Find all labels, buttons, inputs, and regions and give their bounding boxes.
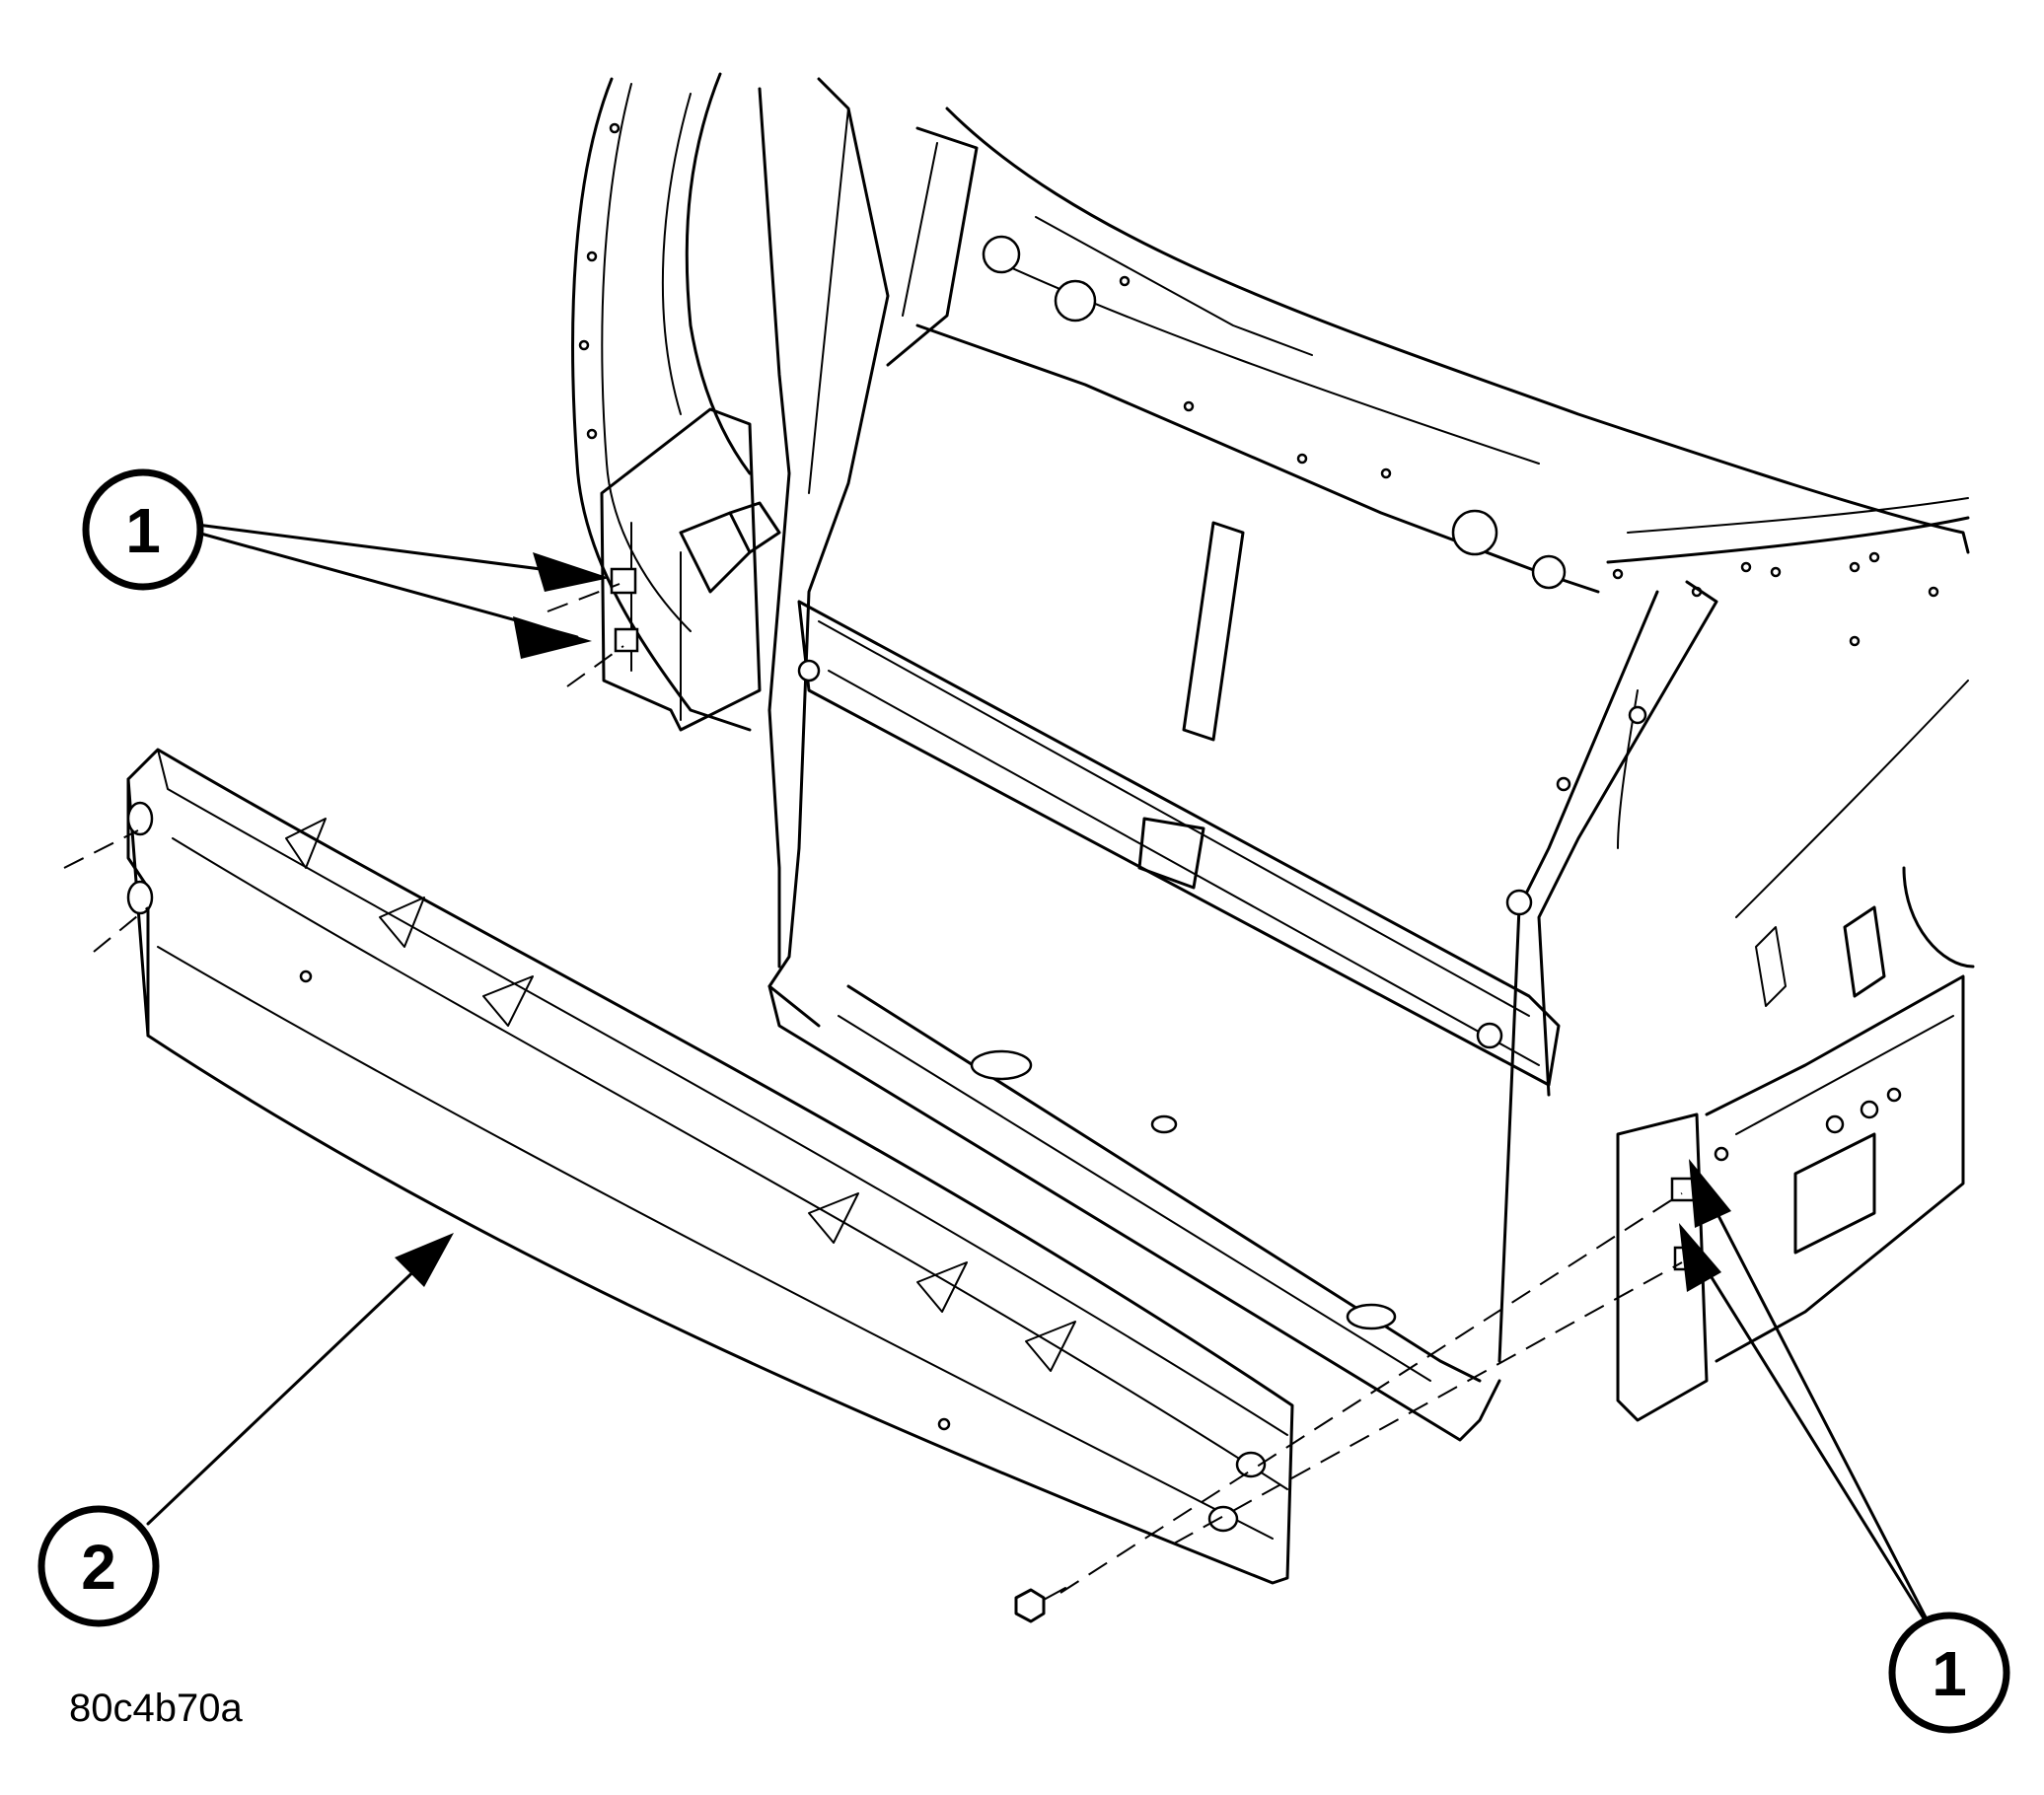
callout-1-right: 1: [1888, 1612, 2010, 1734]
bumper-reinforcement-bar: [126, 748, 1294, 1585]
alignment-dashed-lines: [63, 583, 1683, 1594]
callout-label: 2: [81, 1532, 116, 1603]
radiator-support: [758, 77, 1970, 1442]
callout-2: 2: [37, 1505, 160, 1627]
leader-arrows: [146, 523, 1940, 1644]
callout-1-left: 1: [82, 468, 204, 591]
figure-id: 80c4b70a: [69, 1687, 243, 1730]
bolt-icon: [1014, 1587, 1066, 1623]
callout-label: 1: [1932, 1638, 1967, 1709]
left-frame-rail-bracket: [600, 407, 781, 732]
callout-label: 1: [125, 495, 161, 566]
left-fender-panel: [571, 72, 752, 732]
right-frame-rail-bracket: [1616, 866, 1975, 1422]
right-fender-panel: [1606, 497, 1970, 918]
